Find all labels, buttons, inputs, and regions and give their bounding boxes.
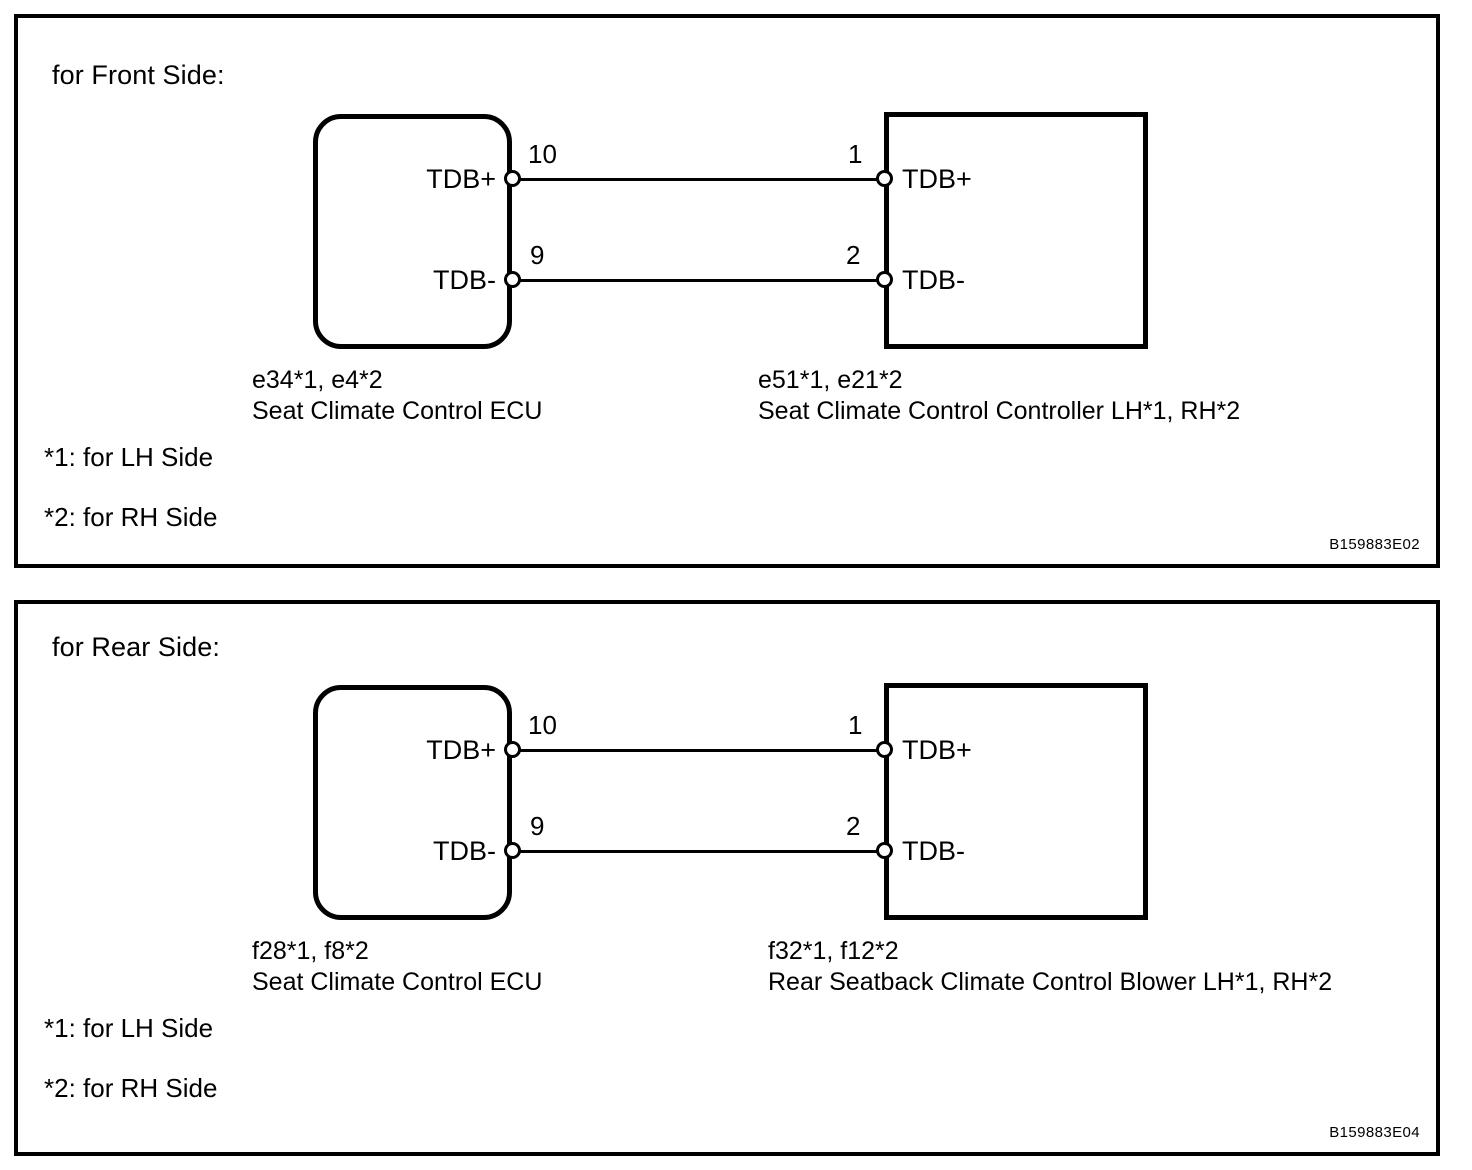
pin-dot-right-2-front bbox=[876, 271, 893, 288]
left-device-box-rear bbox=[313, 685, 512, 920]
left-device-name-front: Seat Climate Control ECU bbox=[252, 397, 543, 425]
wire-tdb-plus-front bbox=[512, 178, 891, 181]
pin-label-right-tdb-minus-front: TDB- bbox=[902, 265, 965, 295]
panel-title-front: for Front Side: bbox=[52, 60, 225, 90]
figure-code-rear: B159883E04 bbox=[1329, 1124, 1420, 1141]
pin-number-left-9-front: 9 bbox=[530, 240, 545, 270]
pin-number-left-10-front: 10 bbox=[528, 139, 557, 169]
pin-label-right-tdb-minus-rear: TDB- bbox=[902, 836, 965, 866]
footnote-2-front: *2: for RH Side bbox=[44, 502, 218, 532]
panel-front-side: for Front Side: TDB+ TDB- 10 9 TDB+ TDB-… bbox=[14, 14, 1440, 568]
wire-tdb-minus-rear bbox=[512, 850, 891, 853]
panel-rear-side: for Rear Side: TDB+ TDB- 10 9 TDB+ TDB- … bbox=[14, 600, 1440, 1156]
left-device-name-rear: Seat Climate Control ECU bbox=[252, 968, 543, 996]
right-device-name-rear: Rear Seatback Climate Control Blower LH*… bbox=[768, 968, 1333, 996]
pin-number-right-2-front: 2 bbox=[846, 240, 861, 270]
footnote-2-rear: *2: for RH Side bbox=[44, 1073, 218, 1103]
pin-label-left-tdb-minus-front: TDB- bbox=[433, 265, 496, 295]
pin-dot-right-2-rear bbox=[876, 842, 893, 859]
right-device-connector-ids-front: e51*1, e21*2 bbox=[758, 366, 903, 394]
pin-dot-right-1-front bbox=[876, 170, 893, 187]
right-device-box-rear bbox=[884, 683, 1148, 920]
pin-dot-left-9-front bbox=[504, 271, 521, 288]
footnote-1-front: *1: for LH Side bbox=[44, 442, 214, 472]
pin-number-right-2-rear: 2 bbox=[846, 811, 861, 841]
right-device-box-front bbox=[884, 112, 1148, 349]
left-device-connector-ids-front: e34*1, e4*2 bbox=[252, 366, 383, 394]
wire-tdb-plus-rear bbox=[512, 749, 891, 752]
pin-label-right-tdb-plus-front: TDB+ bbox=[902, 164, 972, 194]
pin-number-left-9-rear: 9 bbox=[530, 811, 545, 841]
figure-code-front: B159883E02 bbox=[1329, 536, 1420, 553]
pin-label-left-tdb-minus-rear: TDB- bbox=[433, 836, 496, 866]
pin-dot-right-1-rear bbox=[876, 741, 893, 758]
pin-number-left-10-rear: 10 bbox=[528, 710, 557, 740]
pin-dot-left-10-front bbox=[504, 170, 521, 187]
panel-title-rear: for Rear Side: bbox=[52, 632, 220, 662]
pin-dot-left-10-rear bbox=[504, 741, 521, 758]
pin-label-left-tdb-plus-front: TDB+ bbox=[426, 164, 496, 194]
right-device-name-front: Seat Climate Control Controller LH*1, RH… bbox=[758, 397, 1241, 425]
pin-label-left-tdb-plus-rear: TDB+ bbox=[426, 735, 496, 765]
pin-label-right-tdb-plus-rear: TDB+ bbox=[902, 735, 972, 765]
pin-number-right-1-rear: 1 bbox=[848, 710, 863, 740]
wire-tdb-minus-front bbox=[512, 279, 891, 282]
pin-dot-left-9-rear bbox=[504, 842, 521, 859]
left-device-connector-ids-rear: f28*1, f8*2 bbox=[252, 937, 369, 965]
footnote-1-rear: *1: for LH Side bbox=[44, 1013, 214, 1043]
left-device-box-front bbox=[313, 114, 512, 349]
right-device-connector-ids-rear: f32*1, f12*2 bbox=[768, 937, 899, 965]
pin-number-right-1-front: 1 bbox=[848, 139, 863, 169]
